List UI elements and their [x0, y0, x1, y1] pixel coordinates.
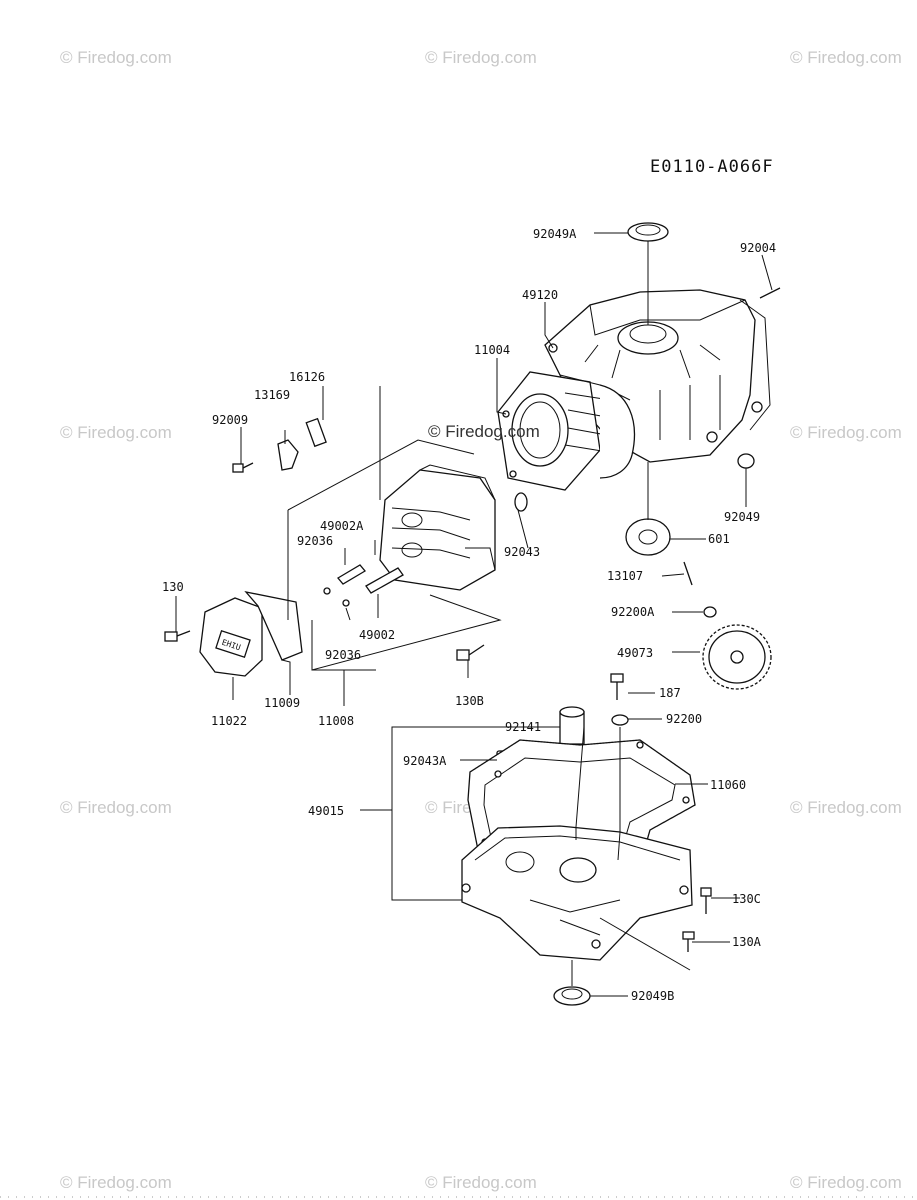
part-label: 92049B — [631, 989, 674, 1003]
part-label: 92141 — [505, 720, 541, 734]
stud-drawing — [759, 287, 781, 299]
watermark: © Firedog.com — [60, 423, 172, 442]
part-label: 130A — [732, 935, 762, 949]
part-label: 130B — [455, 694, 484, 708]
part-label: 16126 — [289, 370, 325, 384]
watermark: © Firedog.com — [425, 48, 537, 67]
part-label: 92049 — [724, 510, 760, 524]
bolt-92009-drawing — [232, 462, 254, 473]
part-labels: 92049A 92004 49120 11004 16126 13169 920… — [162, 227, 776, 1003]
bolt-187-drawing — [610, 673, 624, 700]
part-label: 92049A — [533, 227, 577, 241]
governor-gear-drawing — [702, 624, 772, 690]
part-label: 92004 — [740, 241, 776, 255]
watermark: © Firedog.com — [60, 1173, 172, 1192]
watermark: © Firedog.com — [790, 1173, 902, 1192]
watermark: © Firedog.com — [425, 1173, 537, 1192]
part-label: 13107 — [607, 569, 643, 583]
part-label: 49002A — [320, 519, 364, 533]
part-label: 130 — [162, 580, 184, 594]
oil-seal-top-drawing — [627, 222, 669, 242]
part-label: 11060 — [710, 778, 746, 792]
part-label: 13169 — [254, 388, 290, 402]
part-label: 92043A — [403, 754, 447, 768]
watermark: © Firedog.com — [790, 798, 902, 817]
part-label: 187 — [659, 686, 681, 700]
washer-drawing — [611, 714, 629, 726]
part-label: 92036 — [325, 648, 361, 662]
part-label: 601 — [708, 532, 730, 546]
part-label: 49073 — [617, 646, 653, 660]
watermarks: © Firedog.com © Firedog.com © Firedog.co… — [60, 48, 902, 1192]
part-label: 92036 — [297, 534, 333, 548]
part-label: 92043 — [504, 545, 540, 559]
watermark: © Firedog.com — [790, 423, 902, 442]
pin-drawing — [683, 561, 693, 586]
oil-seal-bottom-drawing — [553, 986, 591, 1006]
part-label: 92009 — [212, 413, 248, 427]
cylinder-drawing — [497, 371, 636, 491]
part-label: 49015 — [308, 804, 344, 818]
oil-pan-drawing — [461, 825, 693, 961]
nut-drawing — [703, 606, 717, 618]
leader-lines — [175, 232, 773, 997]
watermark: © Firedog.com — [60, 798, 172, 817]
watermark: © Firedog.com — [60, 48, 172, 67]
sleeve-drawing — [559, 706, 585, 745]
bolt-130-drawing — [164, 630, 191, 642]
oil-seal-right-drawing — [737, 453, 755, 469]
part-label: 11009 — [264, 696, 300, 710]
part-label: 49002 — [359, 628, 395, 642]
cylinder-head-drawing — [379, 464, 496, 591]
crankcase-drawing — [544, 289, 771, 463]
watermark: © Firedog.com — [790, 48, 902, 67]
part-label: 49120 — [522, 288, 558, 302]
bolt-130c-drawing — [700, 887, 712, 914]
bolt-130b-drawing — [456, 644, 485, 661]
valve-guides-drawing — [323, 492, 528, 607]
center-watermark: © Firedog.com — [428, 422, 540, 441]
part-label: 130C — [732, 892, 761, 906]
diagram-code: E0110-A066F — [650, 157, 774, 177]
plate-13169-drawing — [277, 439, 299, 471]
part-label: 92200 — [666, 712, 702, 726]
bolt-130a-drawing — [682, 931, 695, 952]
part-label: 92200A — [611, 605, 655, 619]
head-cover-drawing: EHIU — [199, 590, 303, 677]
part-label: 11022 — [211, 714, 247, 728]
part-label: 11008 — [318, 714, 354, 728]
part-label: 11004 — [474, 343, 510, 357]
key-16126-drawing — [305, 417, 327, 448]
bearing-drawing — [625, 518, 671, 556]
